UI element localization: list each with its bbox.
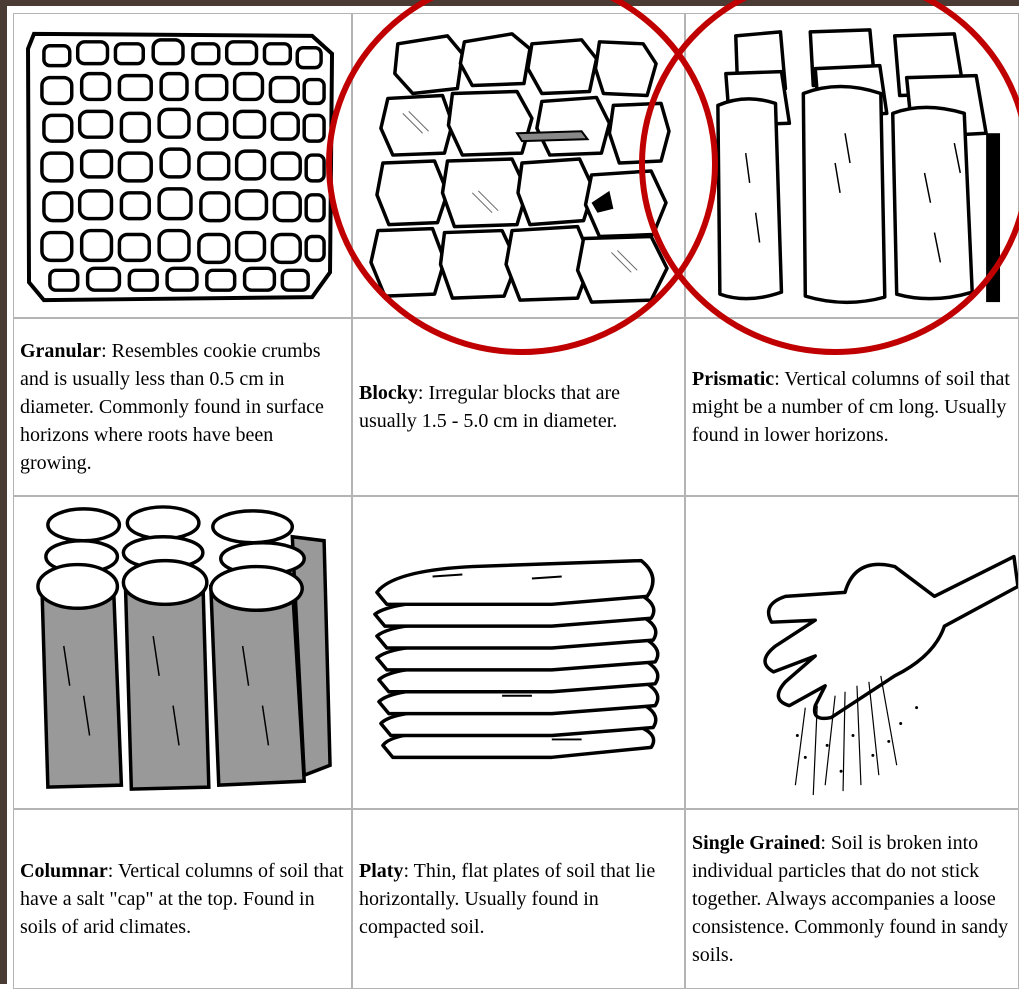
single-grained-description-cell: Single Grained: Soil is broken into indi… <box>685 809 1019 989</box>
single-grained-illustration <box>685 496 1019 809</box>
platy-description: : Thin, flat plates of soil that lie hor… <box>359 860 655 938</box>
granular-illustration <box>13 13 352 318</box>
blocky-illustration <box>352 13 685 318</box>
blocky-description-cell: Blocky: Irregular blocks that are usuall… <box>352 318 685 496</box>
granular-name: Granular <box>20 340 101 362</box>
columnar-illustration <box>13 496 352 809</box>
prismatic-illustration <box>685 13 1019 318</box>
platy-illustration <box>352 496 685 809</box>
table-frame-left <box>0 0 7 984</box>
granular-description-cell: Granular: Resembles cookie crumbs and is… <box>13 318 352 496</box>
columnar-description-cell: Columnar: Vertical columns of soil that … <box>13 809 352 989</box>
platy-description-cell: Platy: Thin, flat plates of soil that li… <box>352 809 685 989</box>
platy-name: Platy <box>359 860 403 882</box>
prismatic-description-cell: Prismatic: Vertical columns of soil that… <box>685 318 1019 496</box>
prismatic-name: Prismatic <box>692 368 774 390</box>
columnar-name: Columnar <box>20 860 108 882</box>
table-frame-top <box>0 0 1019 6</box>
single-grained-name: Single Grained <box>692 832 820 854</box>
blocky-name: Blocky <box>359 382 418 404</box>
